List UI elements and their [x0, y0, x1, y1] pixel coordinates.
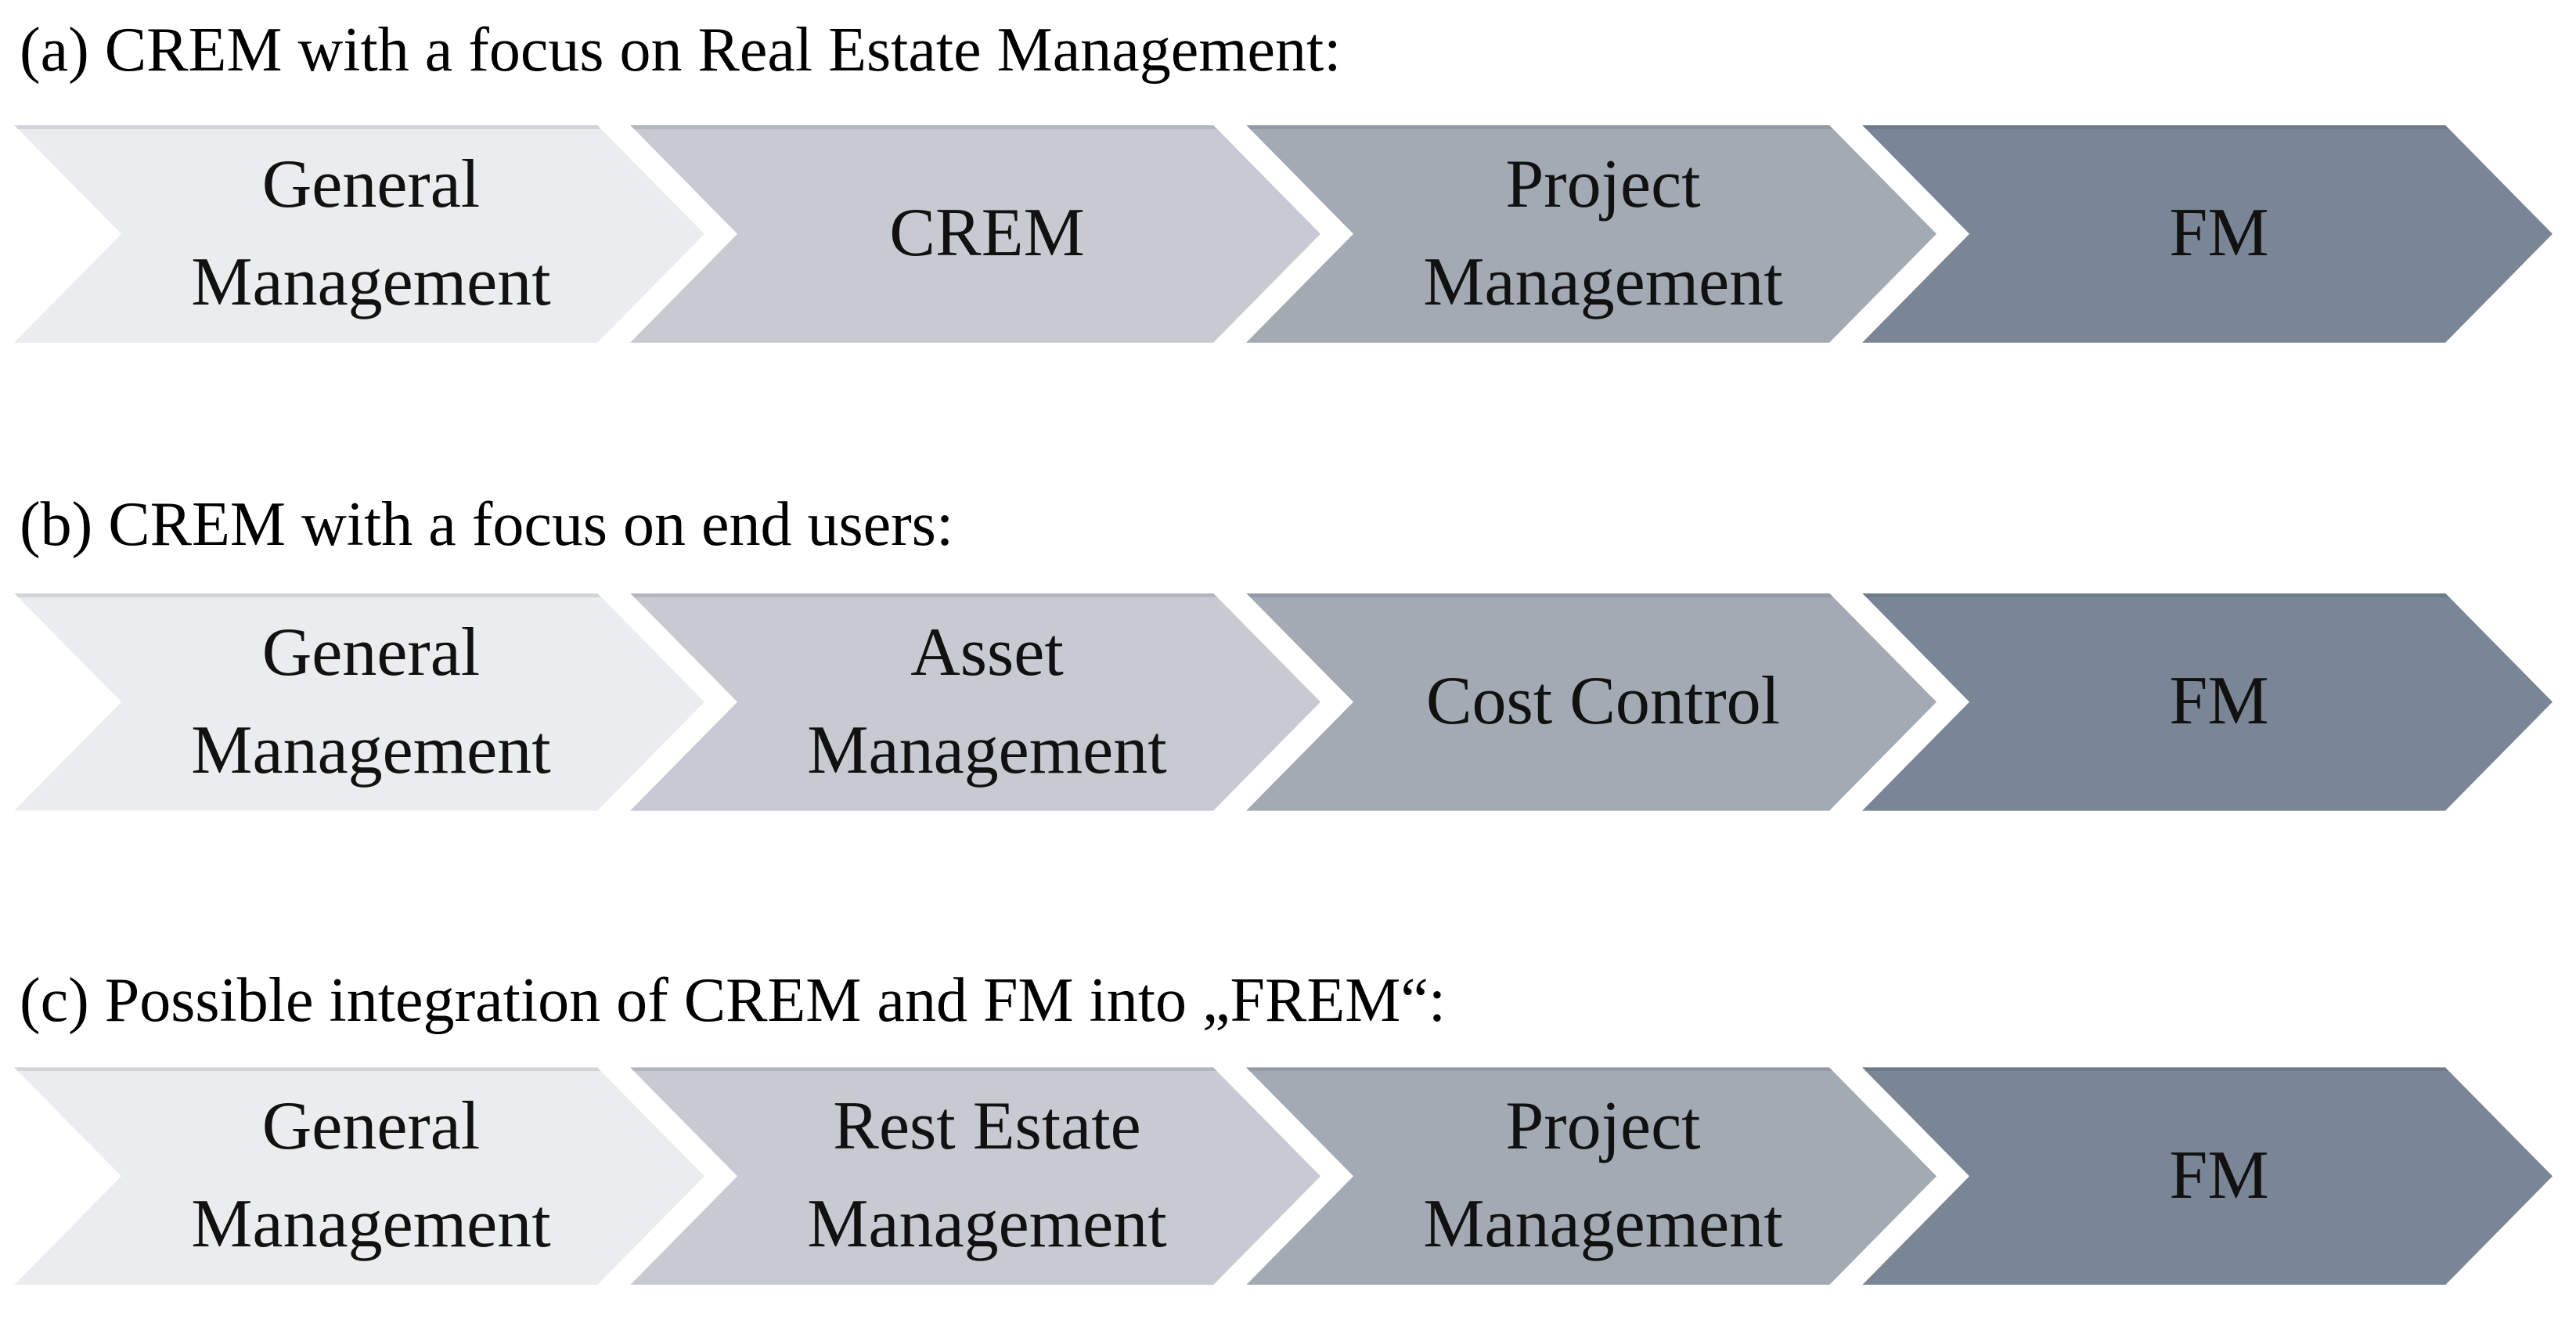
chevron-label: Project Management — [1423, 146, 1783, 320]
section-b-heading: (b) CREM with a focus on end users: — [20, 489, 954, 559]
crem-fm-integration-diagram: (a) CREM with a focus on Real Estate Man… — [0, 17, 2576, 1327]
section-b-chevron-row: General Management Asset Management Cost… — [14, 593, 2576, 811]
chevron-project-management: Project Management — [1246, 125, 1937, 343]
section-b: (b) CREM with a focus on end users: Gene… — [0, 489, 2576, 811]
chevron-label: FM — [2169, 195, 2269, 272]
chevron-general-management: General Management — [14, 125, 704, 343]
chevron-label: FM — [2169, 1137, 2269, 1213]
chevron-rest-estate-management: Rest Estate Management — [630, 1067, 1320, 1285]
section-c-chevron-row: General Management Rest Estate Managemen… — [14, 1067, 2576, 1285]
chevron-label: Asset Management — [807, 614, 1167, 788]
chevron-label: CREM — [889, 195, 1085, 272]
chevron-general-management: General Management — [14, 593, 704, 811]
chevron-fm: FM — [1862, 125, 2553, 343]
chevron-fm: FM — [1862, 593, 2553, 811]
chevron-crem: CREM — [630, 125, 1320, 343]
section-c: (c) Possible integration of CREM and FM … — [0, 965, 2576, 1286]
section-a: (a) CREM with a focus on Real Estate Man… — [0, 17, 2576, 343]
chevron-label: General Management — [191, 146, 551, 320]
chevron-label: General Management — [191, 614, 551, 788]
chevron-fm: FM — [1862, 1067, 2553, 1285]
chevron-label: General Management — [191, 1088, 551, 1263]
chevron-label: Rest Estate Management — [807, 1088, 1167, 1263]
chevron-project-management: Project Management — [1246, 1067, 1937, 1285]
chevron-asset-management: Asset Management — [630, 593, 1320, 811]
chevron-general-management: General Management — [14, 1067, 704, 1285]
chevron-label: Project Management — [1423, 1088, 1783, 1263]
chevron-cost-control: Cost Control — [1246, 593, 1937, 811]
chevron-label: FM — [2169, 663, 2269, 740]
section-a-chevron-row: General Management CREM Project Manageme… — [14, 125, 2576, 343]
chevron-label: Cost Control — [1425, 663, 1781, 740]
section-a-heading: (a) CREM with a focus on Real Estate Man… — [20, 16, 1342, 85]
section-c-heading: (c) Possible integration of CREM and FM … — [20, 965, 1447, 1035]
